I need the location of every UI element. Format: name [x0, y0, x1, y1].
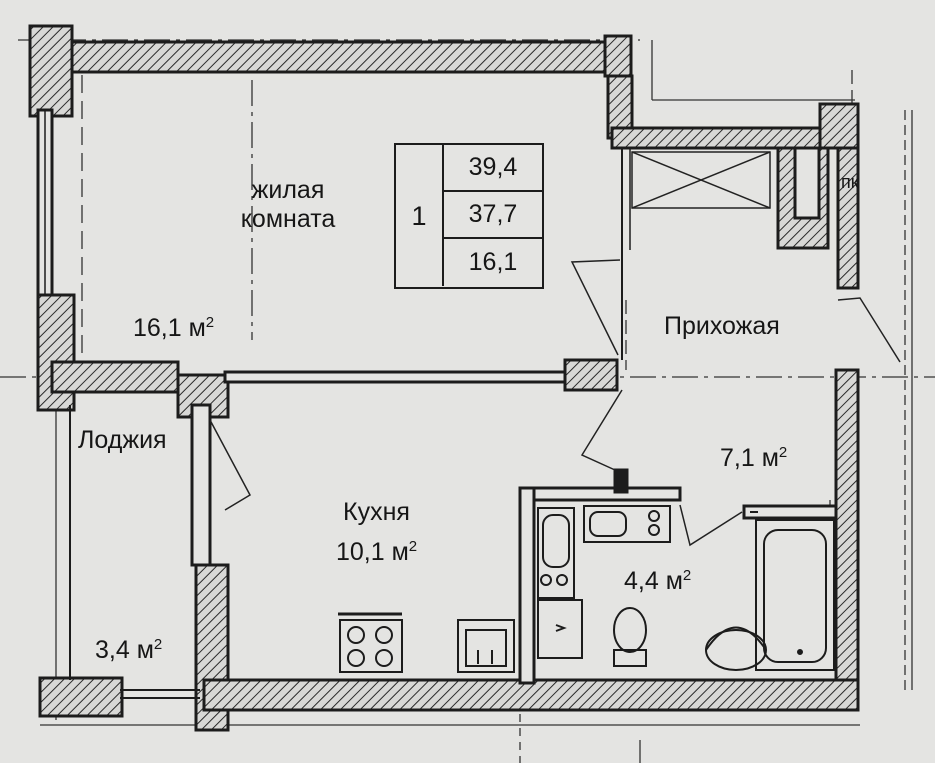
living-room-name-line1: жилая — [251, 176, 325, 204]
bathroom-area: 4,4 м2 — [624, 567, 691, 596]
shaft-label: пк — [841, 172, 859, 192]
bathroom-area-unit: 2 — [682, 567, 692, 584]
total-area: 39,4 — [442, 145, 542, 192]
apartment-stats-table: 1 39,4 37,7 16,1 — [394, 143, 544, 289]
living-room-name: жилая комната — [218, 176, 358, 234]
room-count: 1 — [411, 200, 427, 231]
loggia-area-unit: 2 — [153, 636, 163, 653]
loggia-area: 3,4 м2 — [95, 636, 162, 665]
toilet-icon — [613, 607, 647, 667]
loggia-area-value: 3,4 м — [95, 636, 154, 664]
bathtub-icon — [755, 519, 835, 671]
washbasin-icon — [537, 505, 767, 671]
ventilation-shaft — [631, 151, 771, 209]
kitchen-area-value: 10,1 м — [336, 538, 409, 566]
kitchen-area-unit: 2 — [408, 538, 418, 555]
hall-area: 7,1 м2 — [720, 444, 787, 473]
hall-name: Прихожая — [664, 312, 780, 340]
door-icon — [209, 259, 901, 547]
hall-area-unit: 2 — [778, 444, 788, 461]
stove-icon — [338, 612, 403, 673]
walls — [28, 24, 860, 732]
sink-icon — [457, 619, 515, 673]
loggia-name: Лоджия — [78, 426, 167, 454]
hall-area-value: 7,1 м — [720, 444, 779, 472]
washing-machine-icon — [537, 599, 583, 659]
kitchen-name: Кухня — [343, 498, 410, 526]
living-area: 16,1 — [442, 239, 542, 286]
living-room-name-line2: комната — [240, 204, 336, 233]
bathroom-area-value: 4,4 м — [624, 567, 683, 595]
area-without-loggia: 37,7 — [442, 192, 542, 239]
living-room-area-unit: 2 — [205, 314, 215, 331]
living-room-area: 16,1 м2 — [133, 314, 214, 343]
living-room-area-value: 16,1 м — [133, 314, 206, 342]
kitchen-area: 10,1 м2 — [336, 538, 417, 567]
